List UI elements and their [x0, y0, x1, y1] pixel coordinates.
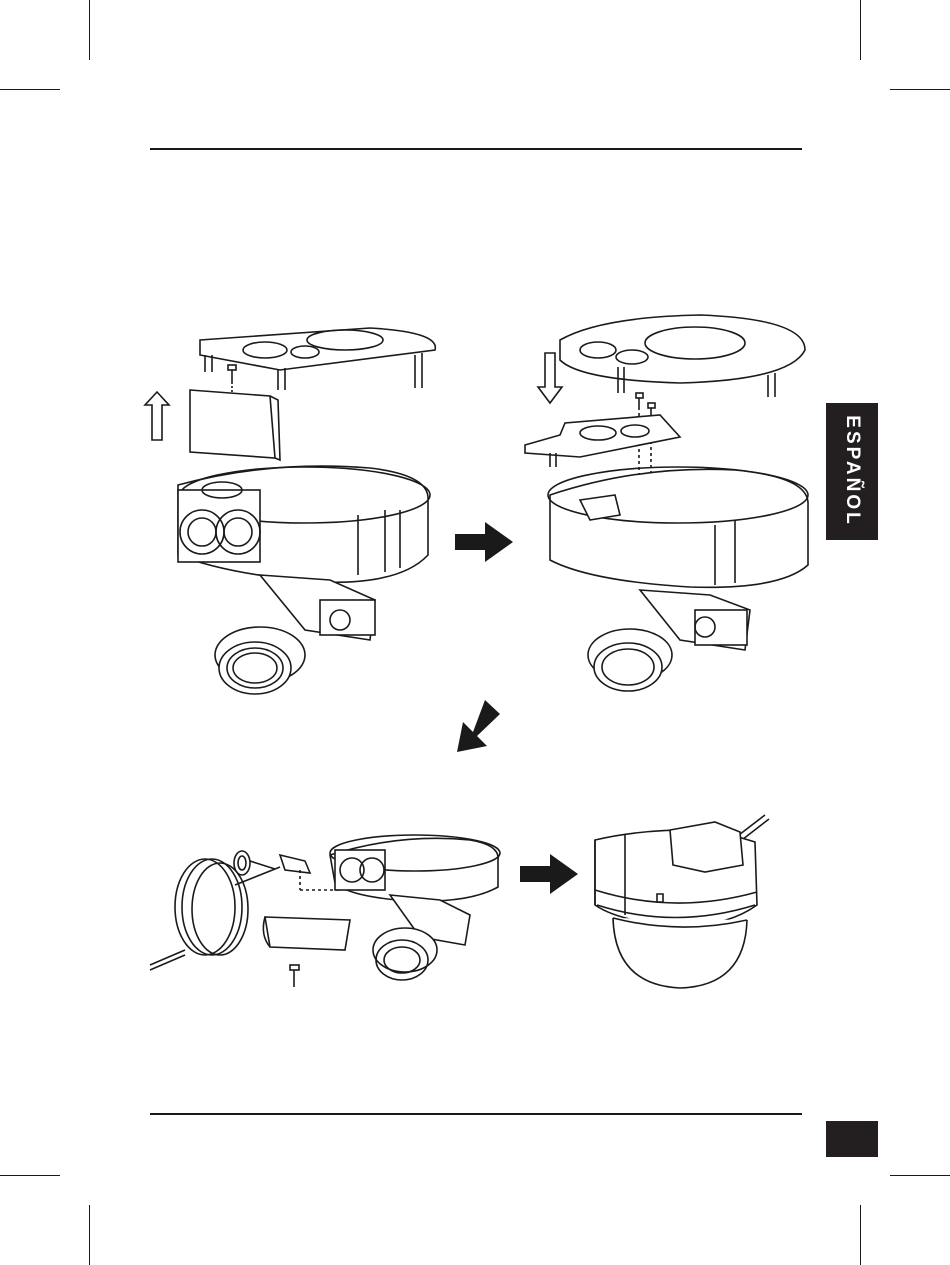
- crop-mark-tl-h: [0, 89, 60, 90]
- crop-mark-bl-h: [0, 1175, 60, 1176]
- step-remove-cover: [130, 310, 450, 710]
- arrow-right-icon: [455, 520, 515, 564]
- crop-mark-br-v: [860, 1205, 861, 1265]
- step-attach-plate: [520, 305, 820, 705]
- crop-mark-tr-h: [890, 89, 950, 90]
- crop-mark-br-h: [890, 1175, 950, 1176]
- step-connect-cable: [140, 825, 510, 995]
- arrow-right-icon: [520, 852, 580, 896]
- step-assembled-dome: [585, 810, 785, 990]
- page-number-box: [826, 1121, 878, 1157]
- crop-mark-tl-v: [89, 0, 90, 60]
- header-rule: [150, 148, 802, 150]
- language-tab-label: ESPAÑOL: [841, 415, 863, 526]
- crop-mark-bl-v: [89, 1205, 90, 1265]
- footer-rule: [150, 1113, 802, 1115]
- arrow-down-left-icon: [455, 700, 505, 755]
- crop-mark-tr-v: [860, 0, 861, 60]
